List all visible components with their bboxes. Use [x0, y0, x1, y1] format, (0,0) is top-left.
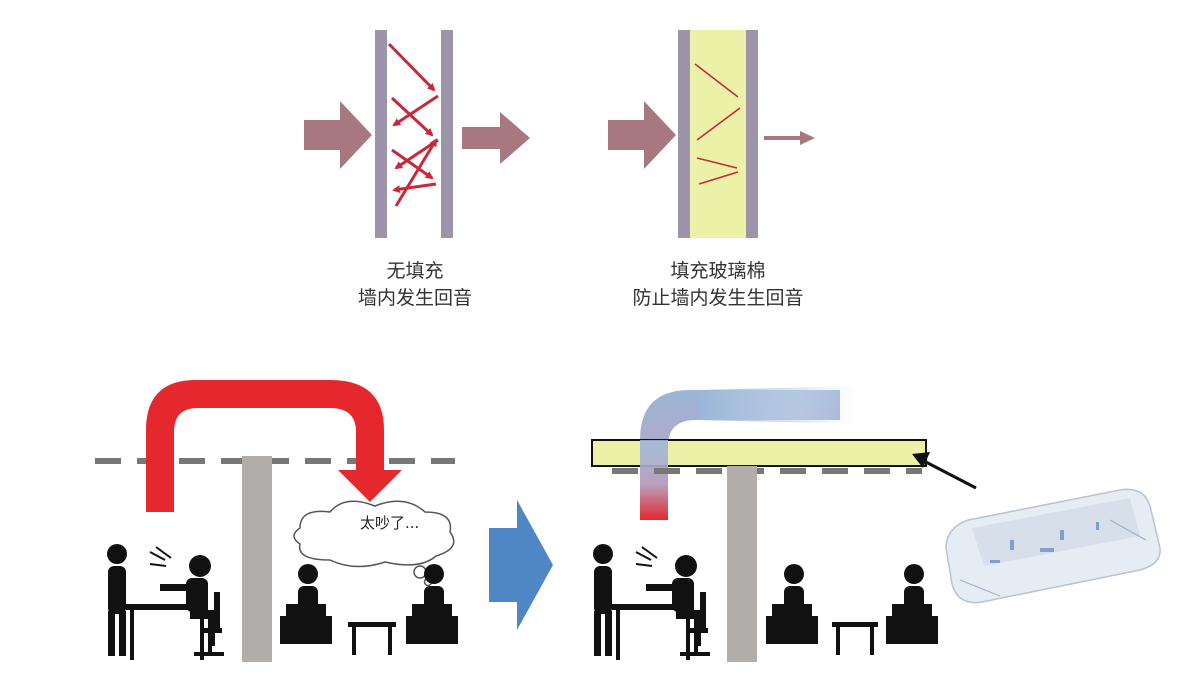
chair-icon — [680, 592, 710, 656]
wall-stud-left — [678, 30, 690, 238]
glass-wool-fill — [688, 30, 746, 238]
damped-echo-lines — [694, 63, 741, 185]
transition-arrow-icon — [489, 500, 553, 630]
empty-wall-diagram — [304, 30, 530, 238]
table-icon — [832, 622, 878, 655]
noise-arrow-overlay — [640, 440, 668, 520]
empty-wall-caption: 无填充 墙内发生回音 — [340, 258, 490, 312]
person-icon — [107, 544, 127, 656]
partition-wall — [242, 456, 272, 662]
partition-wall — [727, 466, 757, 662]
noisy-office-scene — [95, 380, 458, 662]
noise-lines — [149, 546, 172, 567]
wall-stud-right — [441, 30, 453, 238]
noise-path-arrow — [146, 380, 402, 512]
chair-icon — [194, 592, 224, 656]
person-icon — [593, 544, 613, 656]
filled-wall-diagram — [608, 30, 815, 238]
noise-fade — [700, 386, 860, 424]
table-icon — [348, 622, 396, 655]
insulation-package-icon — [945, 488, 1161, 604]
weak-sound-out-arrow-icon — [764, 131, 815, 145]
filled-wall-caption-line2: 防止墙内发生生回音 — [632, 287, 804, 309]
sound-in-arrow-icon — [608, 101, 676, 169]
table-icon — [126, 604, 208, 660]
wall-stud-left — [375, 30, 387, 238]
speech-bubble-text: 太吵了... — [360, 514, 420, 532]
empty-wall-caption-line2: 墙内发生回音 — [357, 287, 472, 309]
filled-wall-caption-line1: 填充玻璃棉 — [670, 260, 766, 282]
sound-in-arrow-icon — [304, 101, 372, 169]
thought-cloud — [293, 500, 455, 587]
filled-wall-caption: 填充玻璃棉 防止墙内发生生回音 — [628, 258, 808, 312]
quiet-office-scene — [591, 386, 1161, 662]
wall-stud-right — [746, 30, 758, 238]
table-icon — [612, 604, 694, 660]
noise-lines — [635, 546, 658, 567]
empty-wall-caption-line1: 无填充 — [386, 260, 444, 282]
sound-out-arrow-icon — [462, 112, 530, 164]
pointer-arrow-icon — [912, 452, 977, 490]
echo-lines — [387, 42, 439, 207]
